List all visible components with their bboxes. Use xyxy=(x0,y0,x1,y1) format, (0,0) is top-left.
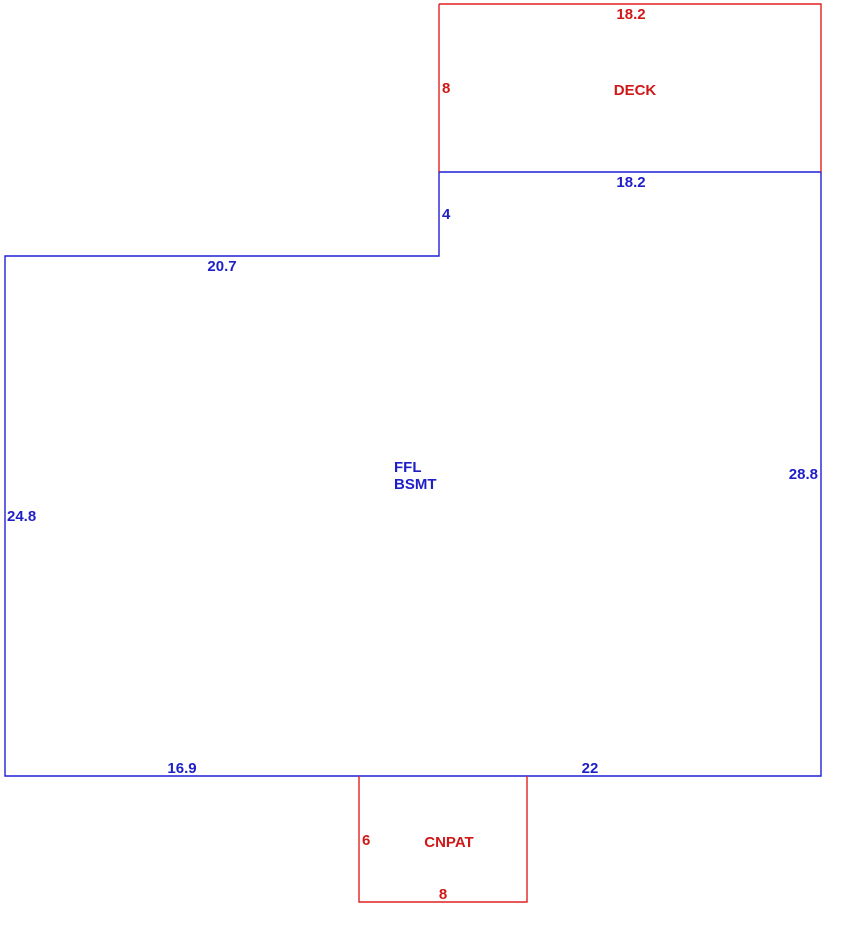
main-top-right-dimension: 18.2 xyxy=(616,174,645,191)
deck-label: DECK xyxy=(614,82,657,99)
main-notch-dimension: 4 xyxy=(442,206,451,223)
main-top-left-dimension: 20.7 xyxy=(207,258,236,275)
cnpat-label: CNPAT xyxy=(424,834,473,851)
main-bottom-left-dimension: 16.9 xyxy=(167,760,196,777)
cnpat-bottom-dimension: 8 xyxy=(439,886,447,903)
main-area-label-bsmt: BSMT xyxy=(394,476,437,493)
deck-outline xyxy=(438,3,822,172)
main-left-dimension: 24.8 xyxy=(7,508,36,525)
deck-left-dimension: 8 xyxy=(442,80,450,97)
main-area-label-ffl: FFL xyxy=(394,459,422,476)
cnpat-outline xyxy=(358,776,528,903)
main-bottom-right-dimension: 22 xyxy=(582,760,599,777)
cnpat-left-dimension: 6 xyxy=(362,832,370,849)
deck-top-dimension: 18.2 xyxy=(616,6,645,23)
main-right-dimension: 28.8 xyxy=(789,466,818,483)
